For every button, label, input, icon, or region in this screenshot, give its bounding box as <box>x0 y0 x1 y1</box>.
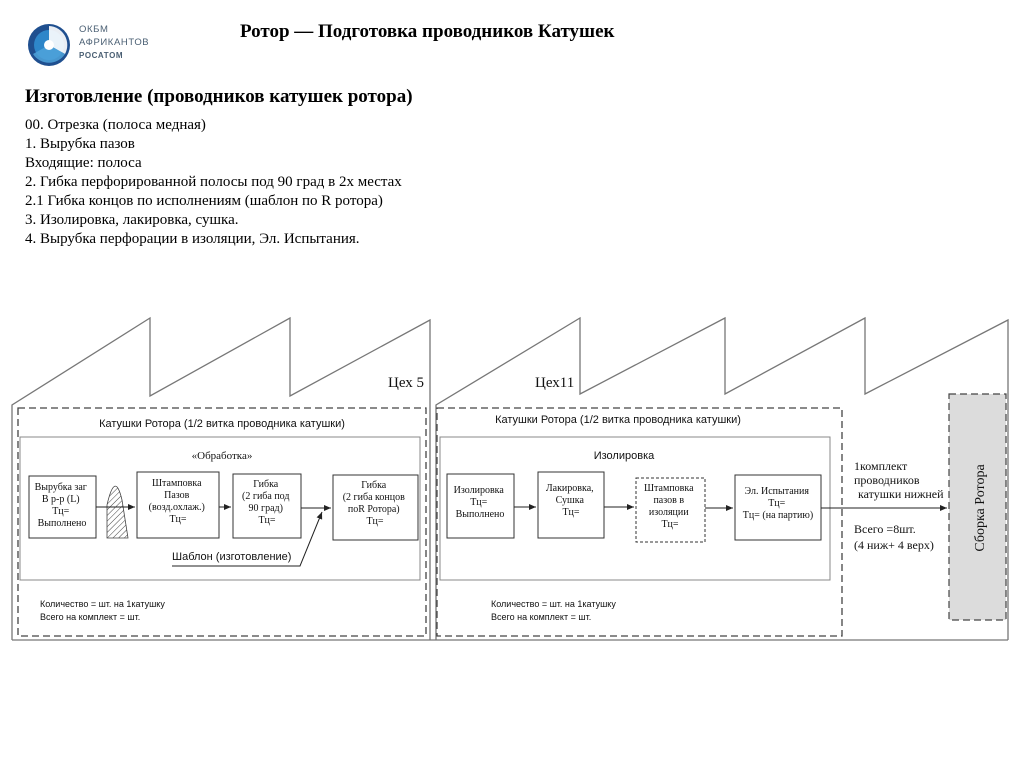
w5-box-cutting-text: Вырубка заг В р-р (L) Тц= Выполнено <box>35 482 90 529</box>
w5-template-label: Шаблон (изготовление) <box>172 551 291 563</box>
okbm-logo: ОКБМ АФРИКАНТОВ РОСАТОМ <box>25 22 175 68</box>
w11-box-punching <box>635 477 706 543</box>
process-step: Входящие: полоса <box>25 155 142 171</box>
w11-box-insulation <box>446 473 515 539</box>
section-title: Изготовление (проводников катушек ротора… <box>25 86 413 107</box>
workshop5-label: Цех 5 <box>388 375 424 391</box>
workshop5-group-title: Катушки Ротора (1/2 витка проводника кат… <box>99 418 345 430</box>
w5-qty-line2: Всего на комплект = шт. <box>40 612 140 622</box>
process-step: 2.1 Гибка концов по исполнениям (шаблон … <box>25 193 383 209</box>
page-title: Ротор — Подготовка проводников Катушек <box>240 21 615 42</box>
workshop5-group <box>17 407 427 637</box>
workshop11-subgroup-title: Изолировка <box>594 450 655 462</box>
w11-qty-line2: Всего на комплект = шт. <box>491 612 591 622</box>
process-step: 4. Вырубка перфорации в изоляции, Эл. Ис… <box>25 231 360 247</box>
workshop11-group <box>436 407 843 637</box>
w11-box-varnishing-text: Лакировка, Сушка Тц= <box>546 483 596 518</box>
w5-box-end-bending <box>332 474 419 541</box>
w5-punch-hatch-symbol <box>106 485 129 539</box>
w5-box-stamping <box>136 471 220 539</box>
workshop5-subgroup-title: «Обработка» <box>192 450 253 462</box>
w11-box-electrical-tests-text: Эл. Испытания Тц= Тц= (на партию) <box>743 486 813 521</box>
rotor-assembly-box <box>948 393 1007 621</box>
process-step: 00. Отрезка (полоса медная) <box>25 117 206 133</box>
w5-qty-line1: Количество = шт. на 1катушку <box>40 599 165 609</box>
w5-box-cutting <box>28 475 97 539</box>
factory-building-outline <box>11 316 1009 641</box>
workshop11-group-title: Катушки Ротора (1/2 витка проводника кат… <box>495 414 741 426</box>
w5-box-bending-text: Гибка (2 гиба под 90 град) Тц= <box>242 479 292 526</box>
total-note: Всего =8шт. (4 ниж+ 4 верх) <box>854 522 934 552</box>
w11-qty-line1: Количество = шт. на 1катушку <box>491 599 616 609</box>
w11-box-electrical-tests <box>734 474 822 541</box>
w5-template-arrow <box>172 511 323 567</box>
process-steps-list: 00. Отрезка (полоса медная) 1. Вырубка п… <box>25 116 402 249</box>
rosatom-emblem-icon <box>28 24 70 66</box>
process-step: 1. Вырубка пазов <box>25 136 135 152</box>
logo-line-3: РОСАТОМ <box>79 51 124 60</box>
w11-box-insulation-text: Изолировка Тц= Выполнено <box>454 485 507 520</box>
w5-box-end-bending-text: Гибка (2 гиба концов поR Ротора) Тц= <box>343 480 408 527</box>
process-step: 2. Гибка перфорированной полосы под 90 г… <box>25 174 402 190</box>
logo-line-1: ОКБМ <box>79 24 109 35</box>
w11-box-punching-text: Штамповка пазов в изоляции Тц= <box>644 483 696 530</box>
workshop11-label: Цех11 <box>535 375 574 391</box>
rotor-assembly-label: Сборка Ротора <box>973 464 988 552</box>
w5-box-stamping-text: Штамповка Пазов (возд.охлаж.) Тц= <box>149 478 208 525</box>
output-note: 1комплект проводников катушки нижней <box>854 459 944 501</box>
w5-box-bending <box>232 473 302 539</box>
w11-box-varnishing <box>537 471 605 539</box>
logo-line-2: АФРИКАНТОВ <box>79 37 150 48</box>
process-step: 3. Изолировка, лакировка, сушка. <box>25 212 239 228</box>
